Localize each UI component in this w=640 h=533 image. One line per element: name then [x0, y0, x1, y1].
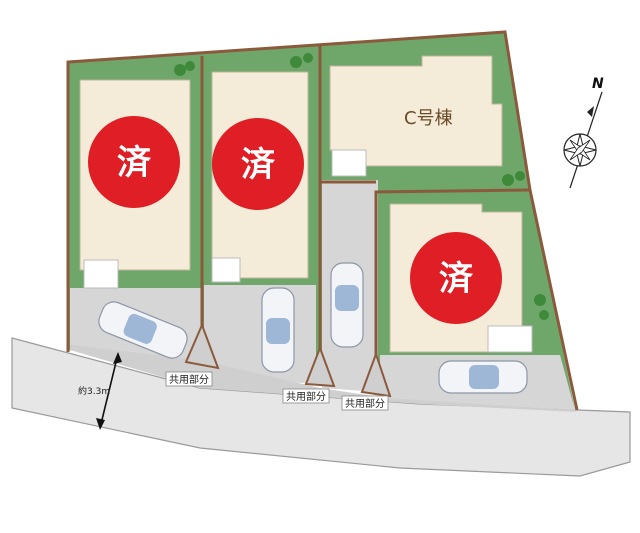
svg-text:済: 済 [241, 145, 276, 185]
svg-text:済: 済 [439, 259, 474, 299]
car-lot-4 [438, 360, 528, 394]
common-area-label-1: 共用部分 [169, 373, 209, 386]
common-area-label-2: 共用部分 [286, 390, 326, 403]
house-lot-1-porch [83, 259, 119, 289]
shrubs [174, 53, 549, 320]
lot-boundaries [66, 30, 579, 411]
building-label-c: C号棟 [404, 108, 453, 129]
sold-badge-lot-4: 済 [410, 232, 502, 324]
house-lot-c-porch [331, 149, 367, 177]
house-lot-4-porch [487, 325, 533, 353]
common-area-label-3: 共用部分 [345, 397, 385, 410]
sold-badge-lot-1: 済 [88, 116, 180, 208]
house-lot-2-porch [211, 257, 241, 283]
car-lot-1 [98, 301, 188, 359]
road-width-dimension [96, 352, 122, 430]
car-lot-2 [261, 287, 295, 373]
svg-text:済: 済 [117, 143, 152, 183]
road-width-label: 約3.3m [78, 385, 110, 397]
common-area-markers [184, 322, 392, 398]
north-label: N [592, 76, 604, 92]
north-compass-icon [563, 91, 603, 189]
sold-badge-lot-2: 済 [212, 118, 304, 210]
car-driveway-c [330, 262, 364, 348]
